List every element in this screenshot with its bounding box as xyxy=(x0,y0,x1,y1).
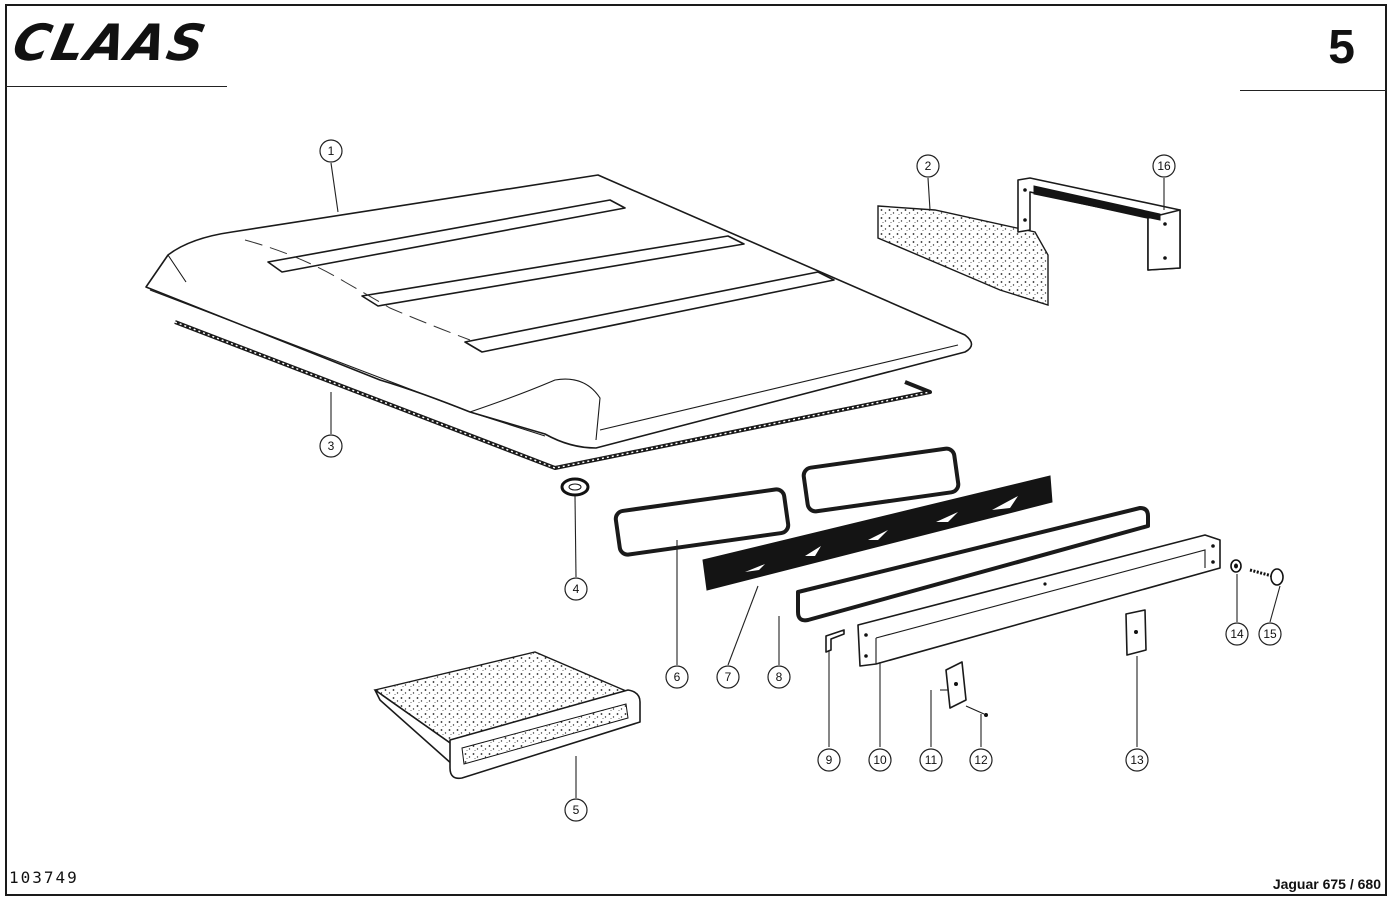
callout-10: 10 xyxy=(868,748,892,772)
callout-5: 5 xyxy=(564,798,588,822)
callout-14-label: 14 xyxy=(1230,627,1244,641)
callout-3-label: 3 xyxy=(328,439,335,453)
callout-16: 16 xyxy=(1152,154,1176,178)
knob-bolt xyxy=(1249,568,1284,586)
callout-14: 14 xyxy=(1225,622,1249,646)
air-intake-duct xyxy=(373,651,641,780)
callout-7-label: 7 xyxy=(725,670,732,684)
roof-seal-gasket xyxy=(174,320,932,470)
document-number: 103749 xyxy=(9,868,79,887)
page-number: 5 xyxy=(1328,21,1355,74)
model-label: Jaguar 675 / 680 xyxy=(1272,876,1381,892)
callout-16-label: 16 xyxy=(1157,159,1171,173)
callout-2-label: 2 xyxy=(925,159,932,173)
nut xyxy=(1230,559,1242,573)
header-rule-right xyxy=(1240,90,1387,91)
leader-lines xyxy=(330,162,1281,798)
insulation-panel xyxy=(877,205,1049,306)
callout-8-label: 8 xyxy=(776,670,783,684)
callout-13-label: 13 xyxy=(1130,753,1144,767)
callout-10-label: 10 xyxy=(873,753,887,767)
callout-15-label: 15 xyxy=(1263,627,1277,641)
sheet-border xyxy=(5,4,1387,896)
callout-3: 3 xyxy=(319,434,343,458)
callout-9: 9 xyxy=(817,748,841,772)
callout-11-label: 11 xyxy=(925,753,938,767)
callout-5-label: 5 xyxy=(573,803,580,817)
callout-8: 8 xyxy=(767,665,791,689)
bracket-frame xyxy=(1017,177,1181,271)
callout-2: 2 xyxy=(916,154,940,178)
callout-13: 13 xyxy=(1125,748,1149,772)
cab-roof xyxy=(145,174,973,449)
callout-4: 4 xyxy=(564,577,588,601)
vent-gasket-right xyxy=(801,446,961,514)
filter-frame-rail xyxy=(857,534,1221,667)
screw xyxy=(965,705,988,717)
callout-6: 6 xyxy=(665,665,689,689)
mounting-plate xyxy=(945,661,967,709)
filter-frame-gasket xyxy=(796,506,1150,623)
header-rule-left xyxy=(5,86,227,87)
callout-1-label: 1 xyxy=(328,144,335,158)
filter-mat xyxy=(702,475,1053,591)
cover-plate xyxy=(1125,609,1147,656)
callout-12: 12 xyxy=(969,748,993,772)
callout-1: 1 xyxy=(319,139,343,163)
callout-labels: 1 2 3 4 5 6 7 8 9 10 11 12 13 14 15 16 xyxy=(319,139,1282,822)
callout-7: 7 xyxy=(716,665,740,689)
vent-gasket-left xyxy=(613,487,791,557)
grommet xyxy=(560,477,590,497)
callout-4-label: 4 xyxy=(573,582,580,596)
callout-6-label: 6 xyxy=(674,670,681,684)
angle-clip xyxy=(825,629,845,653)
callout-15: 15 xyxy=(1258,622,1282,646)
callout-9-label: 9 xyxy=(826,753,833,767)
callout-11: 11 xyxy=(919,748,943,772)
callout-12-label: 12 xyxy=(974,753,988,767)
